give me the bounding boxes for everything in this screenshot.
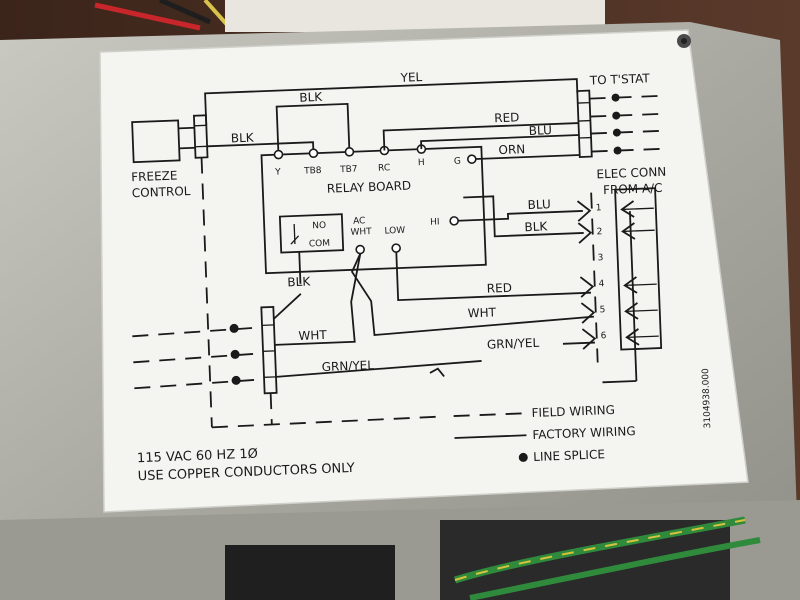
pin-1: 1: [596, 203, 602, 213]
board-bottom: [225, 516, 761, 600]
legend-factory-wiring: FACTORY WIRING: [532, 424, 636, 442]
terminal-y: Y: [274, 167, 281, 177]
wire-label-wht-left: WHT: [298, 328, 327, 343]
wire-label-blk-freeze: BLK: [231, 130, 255, 145]
terminal-tb7: TB7: [339, 165, 358, 176]
wire-label-yel: YEL: [399, 70, 422, 85]
pin-4: 4: [599, 279, 605, 289]
legend-line-splice: LINE SPLICE: [533, 447, 605, 464]
relay-no: NO: [312, 221, 326, 232]
legend: FIELD WIRING FACTORY WIRING LINE SPLICE: [453, 403, 636, 464]
wire-label-blk-left: BLK: [287, 274, 311, 289]
terminal-ac-wht: WHT: [350, 227, 372, 238]
wiring-diagram: FREEZE CONTROL YEL BLK BLK RELAY BOARD: [131, 70, 713, 484]
wiring-label-card: [99, 29, 749, 513]
freeze-control-label-1: FREEZE: [131, 168, 178, 184]
relay-board-title: RELAY BOARD: [327, 179, 412, 196]
terminal-g: G: [454, 157, 461, 167]
elec-conn-label-1: ELEC CONN: [596, 165, 666, 182]
tstat-title: TO T'STAT: [589, 71, 651, 87]
pin-3: 3: [598, 253, 604, 263]
terminal-low: LOW: [384, 226, 405, 237]
terminal-ac: AC: [353, 216, 366, 226]
freeze-control-label-2: CONTROL: [132, 184, 191, 200]
terminal-hi: HI: [430, 217, 440, 227]
part-number: 3104938.000: [701, 368, 713, 429]
pin-6: 6: [601, 331, 607, 341]
pin-5: 5: [600, 305, 606, 315]
relay-board: [260, 145, 487, 275]
wire-label-grn-yel-left: GRN/YEL: [321, 358, 374, 374]
wire-label-blk-right: BLK: [524, 219, 548, 234]
wire-label-blu-right: BLU: [527, 197, 551, 212]
wire-label-red-top: RED: [494, 110, 520, 125]
legend-field-wiring: FIELD WIRING: [531, 403, 615, 420]
freeze-control-box: [131, 119, 181, 164]
wire-label-blk-top: BLK: [299, 90, 323, 105]
wire-label-orn: ORN: [498, 142, 525, 157]
relay-com: COM: [309, 239, 331, 250]
terminal-h: H: [418, 158, 425, 168]
wire-label-blu-top: BLU: [528, 123, 552, 138]
wire-label-red-low: RED: [487, 281, 513, 296]
tstat-field-wires: [589, 93, 668, 155]
power-spec: 115 VAC 60 HZ 1Ø: [137, 447, 258, 467]
tstat-splice-block: [576, 89, 593, 158]
power-field-wires: [132, 323, 263, 390]
pin-2: 2: [597, 227, 603, 237]
terminal-rc: RC: [378, 163, 390, 173]
wire-label-wht-center: WHT: [467, 305, 496, 320]
terminal-tb8: TB8: [303, 166, 322, 177]
relay-no-com: [278, 213, 345, 254]
wire-label-grn-yel-right: GRN/YEL: [487, 336, 540, 352]
